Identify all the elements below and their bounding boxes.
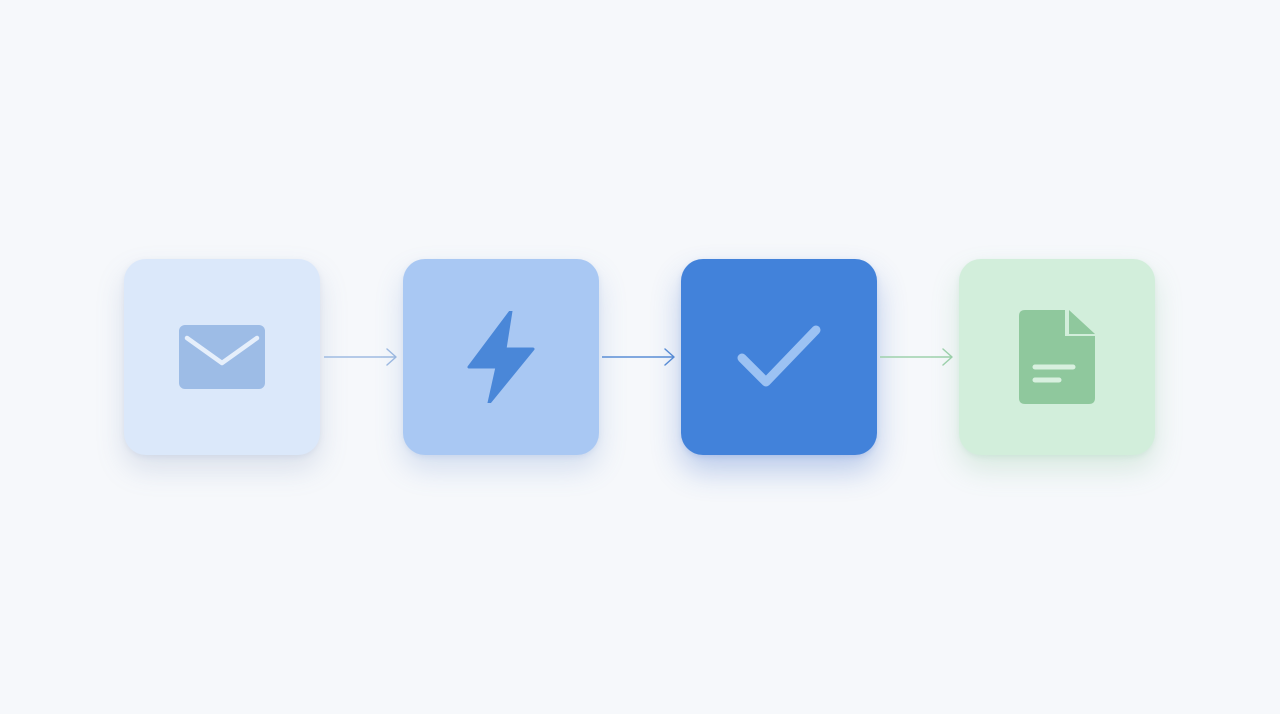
connector-arrow-1 <box>324 347 400 367</box>
step-approve-tile <box>681 259 877 455</box>
step-trigger-tile <box>403 259 599 455</box>
step-email-tile <box>124 259 320 455</box>
step-document-tile <box>959 259 1155 455</box>
document-icon <box>1019 310 1095 404</box>
connector-arrow-2 <box>602 347 678 367</box>
lightning-bolt-icon <box>467 311 535 403</box>
connector-arrow-3 <box>880 347 956 367</box>
checkmark-icon <box>736 324 822 390</box>
envelope-icon <box>179 325 265 389</box>
